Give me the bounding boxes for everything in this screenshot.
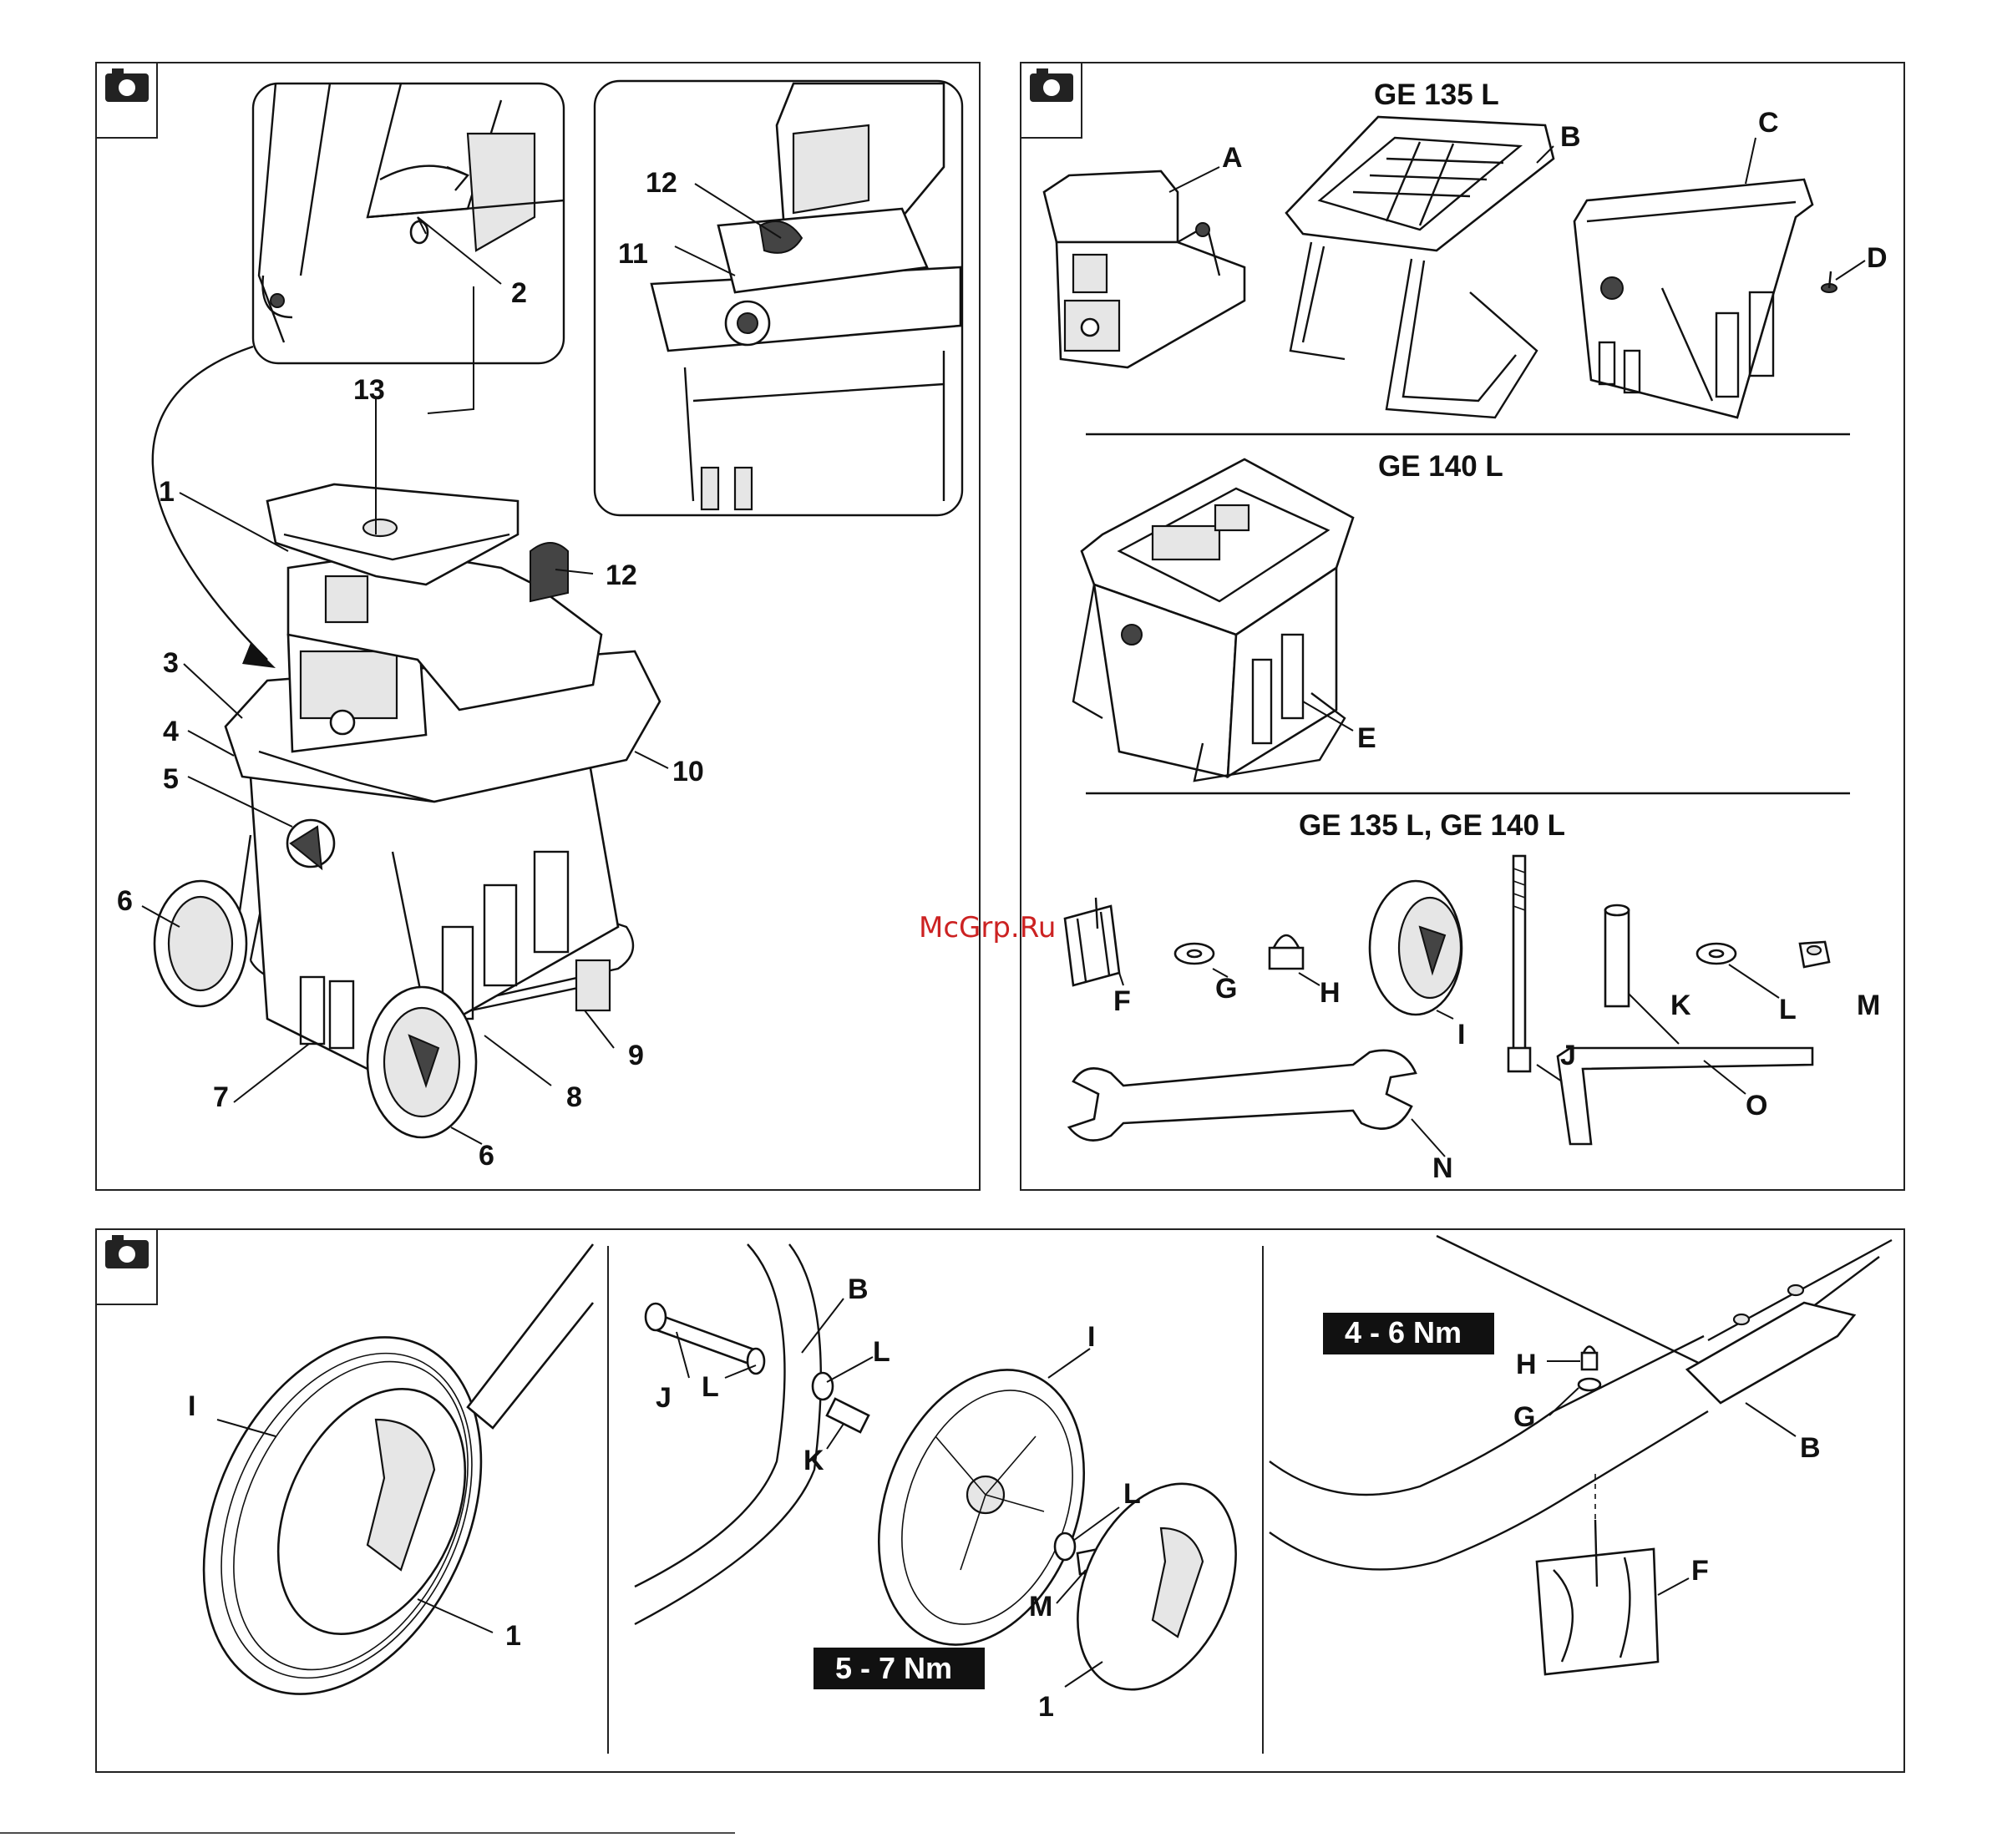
part-label-d: D (1867, 242, 1888, 274)
part-o-hex-key (1558, 1048, 1812, 1144)
part-label-n: N (1432, 1152, 1453, 1184)
callout-12: 12 (606, 559, 637, 591)
garden-shredder-illustration (155, 484, 660, 1137)
camera-icon (96, 63, 157, 138)
step2-torque-value: 5 - 7 Nm (835, 1651, 952, 1685)
part-label-g: G (1215, 973, 1237, 1005)
step1-label-i: I (188, 1390, 195, 1422)
step3-label-f: F (1691, 1555, 1709, 1587)
step2-wheel-mounting (635, 1244, 1267, 1715)
part-label-b: B (1560, 121, 1581, 153)
part-m-nut (1800, 942, 1829, 967)
step2-label-j: J (656, 1382, 672, 1414)
callout-5: 5 (163, 763, 179, 795)
camera-icon (96, 1229, 157, 1304)
part-label-o: O (1746, 1090, 1767, 1121)
callout-3: 3 (163, 647, 179, 679)
part-label-l: L (1779, 994, 1797, 1025)
callout-8: 8 (566, 1081, 582, 1113)
camera-icon (1021, 63, 1082, 138)
part-a-shredder-unit (1044, 171, 1244, 367)
step2-label-k: K (803, 1445, 824, 1476)
detail-inset-switch (253, 84, 564, 363)
part-e-bin-with-frame (1073, 459, 1353, 781)
part-h-cap-nut (1270, 935, 1303, 969)
step2-label-i: I (1087, 1321, 1095, 1353)
heading-ge-135-l: GE 135 L (1374, 78, 1499, 111)
callout-6: 6 (117, 885, 133, 917)
callout-12: 12 (646, 167, 677, 199)
step3-label-b: B (1800, 1432, 1821, 1464)
part-label-c: C (1758, 107, 1779, 139)
part-label-m: M (1857, 990, 1880, 1021)
part-label-i: I (1457, 1019, 1465, 1051)
callout-6: 6 (479, 1140, 494, 1172)
step2-label-b: B (848, 1273, 869, 1305)
step1-label-1: 1 (505, 1620, 521, 1652)
callout-9: 9 (628, 1040, 644, 1071)
detail-inset-controls (595, 81, 962, 515)
callout-13: 13 (353, 374, 385, 406)
step3-bracket-mounting (1270, 1236, 1892, 1674)
watermark: McGrp.Ru (919, 911, 1056, 944)
step2-label-l: L (1123, 1478, 1141, 1510)
part-label-e: E (1357, 722, 1376, 754)
callout-2: 2 (511, 277, 527, 309)
part-label-a: A (1222, 142, 1243, 174)
callout-10: 10 (672, 756, 704, 787)
part-c-collection-bin (1574, 180, 1812, 418)
part-label-f: F (1113, 985, 1131, 1017)
step3-label-h: H (1516, 1349, 1537, 1380)
callout-7: 7 (213, 1081, 229, 1113)
step2-label-1: 1 (1038, 1691, 1054, 1723)
step2-label-l: L (702, 1371, 719, 1403)
step2-label-m: M (1029, 1591, 1052, 1623)
part-f-bracket (1065, 898, 1119, 985)
part-n-wrench (1069, 1051, 1416, 1141)
part-g-washer (1175, 944, 1214, 964)
step1-wheel-cap-removal (150, 1244, 593, 1739)
part-d-screw (1822, 271, 1837, 292)
part-i-wheel (1370, 881, 1462, 1015)
part-label-k: K (1670, 990, 1691, 1021)
part-label-j: J (1560, 1040, 1576, 1071)
step3-label-g: G (1513, 1401, 1535, 1433)
step2-label-l: L (873, 1336, 890, 1368)
part-j-bolt (1508, 856, 1530, 1071)
reference-arrowhead (242, 643, 276, 668)
heading-both-models: GE 135 L, GE 140 L (1299, 809, 1565, 842)
step3-torque-value: 4 - 6 Nm (1345, 1315, 1462, 1349)
part-label-h: H (1320, 977, 1341, 1009)
part-b-frame (1286, 117, 1554, 418)
callout-1: 1 (159, 476, 175, 508)
part-l-washer (1697, 944, 1736, 964)
callout-11: 11 (618, 238, 648, 270)
part-k-spacer (1605, 905, 1629, 1006)
callout-4: 4 (163, 716, 179, 747)
heading-ge-140-l: GE 140 L (1378, 450, 1503, 483)
